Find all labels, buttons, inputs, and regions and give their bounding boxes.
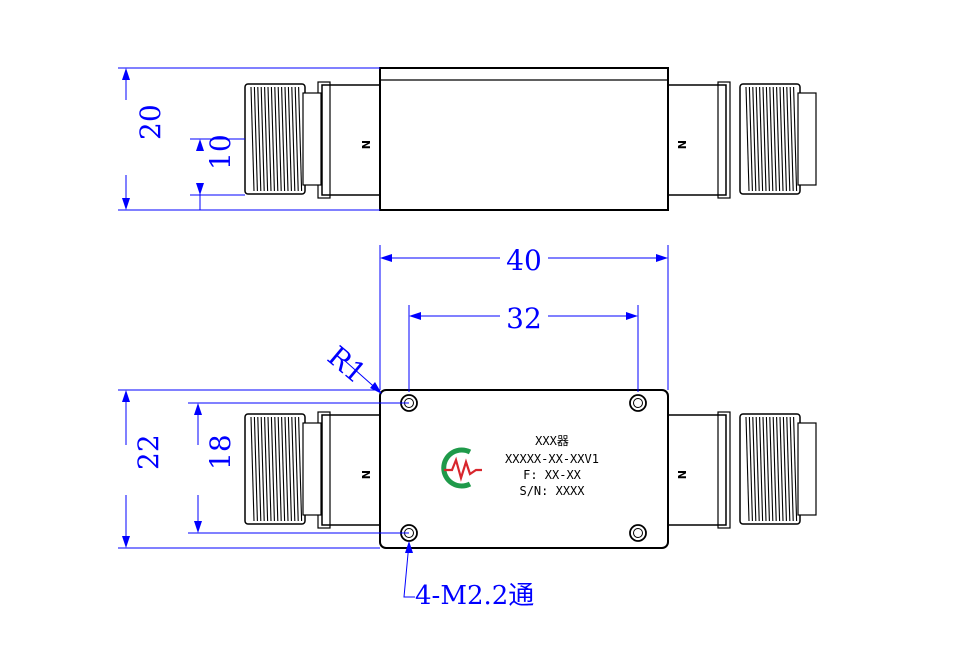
right-connector-side: N bbox=[667, 81, 817, 199]
mounting-hole bbox=[629, 394, 647, 412]
dim-corner-radius: R1 bbox=[321, 340, 372, 390]
thread-left-side bbox=[244, 83, 322, 195]
thread-right-top bbox=[739, 413, 817, 525]
mounting-hole bbox=[629, 524, 647, 542]
dim-hole-spacing-y: 18 bbox=[204, 434, 237, 470]
left-connector-side: N bbox=[244, 81, 381, 199]
nameplate-title: XXX器 bbox=[535, 434, 569, 448]
dim-hole-spacing-x: 32 bbox=[506, 302, 542, 335]
thread-left-top bbox=[244, 413, 322, 525]
nameplate-model: XXXXX-XX-XXV1 bbox=[505, 452, 599, 466]
connector-n-label: N bbox=[359, 140, 372, 149]
dim-hole-spec: 4-M2.2通 bbox=[415, 581, 534, 611]
nameplate-frequency: F: XX-XX bbox=[523, 468, 582, 482]
connector-n-label: N bbox=[675, 470, 688, 479]
dim-overall-length: 40 bbox=[506, 244, 542, 277]
thread-right-side bbox=[739, 83, 817, 195]
right-connector-top: N bbox=[667, 411, 817, 529]
brand-logo-icon bbox=[441, 447, 482, 489]
dim-side-height: 20 bbox=[134, 104, 167, 140]
left-connector-top: N bbox=[244, 411, 381, 529]
top-view: N N XXX器 XXXXX-XX-XXV1 F: XX-XX S/N: XXX… bbox=[118, 244, 817, 611]
connector-n-label: N bbox=[359, 470, 372, 479]
housing-side bbox=[379, 67, 669, 211]
dim-side-connector: 10 bbox=[204, 134, 237, 170]
dim-top-height: 22 bbox=[132, 434, 165, 470]
nameplate: XXX器 XXXXX-XX-XXV1 F: XX-XX S/N: XXXX bbox=[505, 434, 599, 498]
connector-n-label: N bbox=[675, 140, 688, 149]
nameplate-serial: S/N: XXXX bbox=[519, 484, 585, 498]
side-view: N N 20 10 bbox=[118, 67, 817, 211]
